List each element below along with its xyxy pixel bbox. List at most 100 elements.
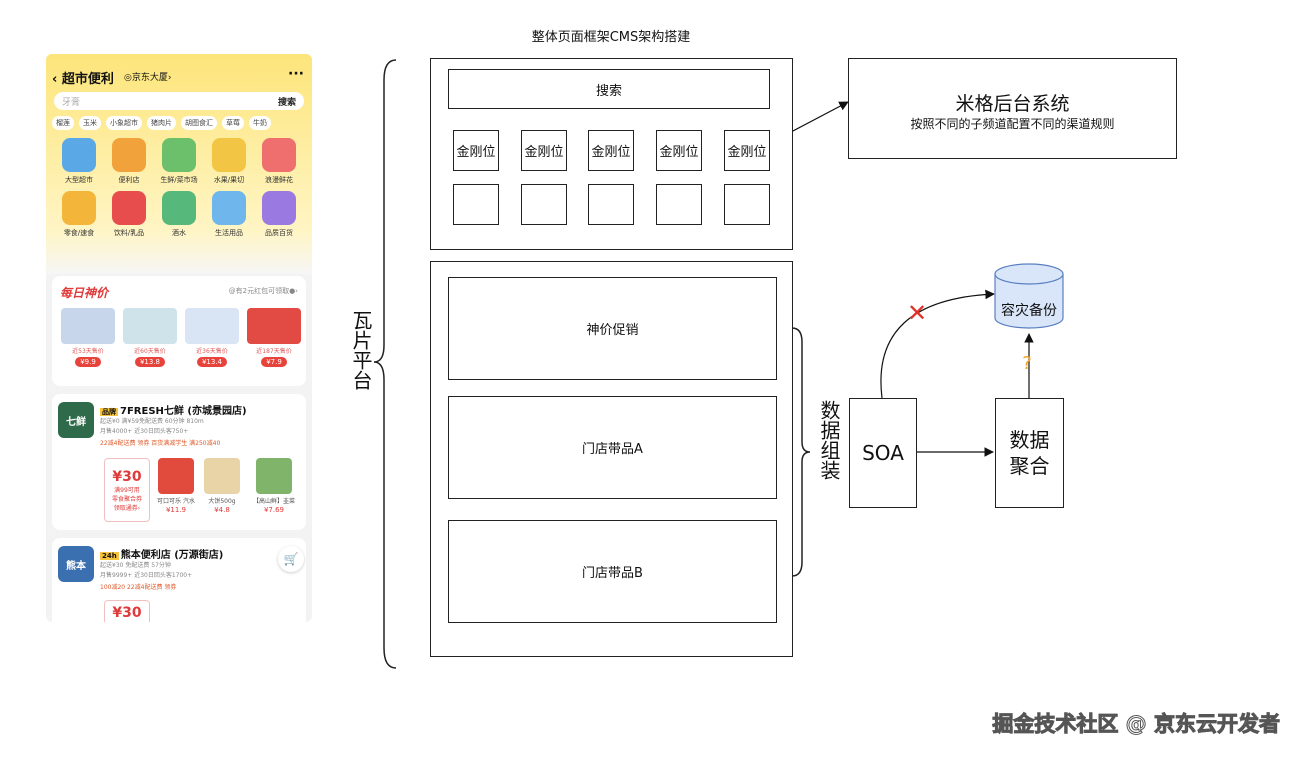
store-promo: 100减20 22减4配送费 领券	[100, 584, 177, 591]
jingang-slot: 金刚位	[656, 130, 702, 171]
coupon-value: ¥30	[112, 605, 142, 621]
mige-subtitle: 按照不同的子频道配置不同的渠道规则	[910, 117, 1115, 131]
category-label: 酒水	[172, 229, 186, 237]
deal-price: ¥13.4	[196, 357, 228, 367]
back-nav[interactable]: ‹ 超市便利	[52, 68, 114, 87]
cylinder-top	[994, 263, 1064, 285]
category-label: 水果/果切	[213, 176, 245, 184]
item-name: 大饼500g	[208, 498, 236, 505]
product-image	[61, 308, 115, 344]
store-item[interactable]: 【高山鲜】韭菜¥7.69	[248, 458, 300, 514]
back-chevron-icon[interactable]: ‹	[52, 72, 62, 87]
product-image	[123, 308, 177, 344]
search-bar[interactable]: 牙膏 搜索	[54, 92, 304, 110]
store-coupon[interactable]: ¥30 满99可用 零食聚合券 领取通券›	[104, 458, 150, 522]
store-logo-text: 熊本	[66, 560, 86, 572]
category-icon	[62, 191, 96, 225]
category-item[interactable]: 饮料/乳品	[104, 191, 154, 238]
category-item[interactable]: 酒水	[154, 191, 204, 238]
category-label: 零食/速食	[63, 229, 95, 237]
category-label: 浪漫鲜花	[265, 176, 293, 184]
blocked-cross-icon: ✕	[906, 299, 928, 327]
hot-search-chip[interactable]: 胡图食汇	[181, 116, 217, 130]
category-grid: 大型超市便利店 生鲜/菜市场 水果/果切 浪漫鲜花零食/速食 饮料/乳品酒水 生活用品品质…	[54, 138, 304, 238]
deal-title: 每日神价	[60, 286, 109, 300]
deal-product[interactable]: 近187天售价 ¥7.9	[246, 308, 302, 367]
app-screenshot: ‹ 超市便利 ◎京东大厦› ··· 牙膏 搜索 榴莲玉米小象超市猪肉片胡图食汇草…	[46, 54, 312, 622]
item-price: ¥7.69	[263, 506, 285, 514]
store-promo: 22减4配送费 领券 百货满减学生 满250减40	[100, 440, 221, 447]
category-item[interactable]: 浪漫鲜花	[254, 138, 304, 185]
category-icon	[212, 138, 246, 172]
hot-search-chip[interactable]: 榴莲	[52, 116, 74, 130]
store-name-text: 熊本便利店 (万源街店)	[120, 550, 224, 561]
store-item[interactable]: 大饼500g¥4.8	[202, 458, 242, 514]
store-tag: 品牌	[100, 408, 118, 416]
price-note: 近36天售价	[196, 348, 228, 355]
product-image	[256, 458, 292, 494]
coupon-value: ¥30	[112, 468, 142, 485]
deal-product[interactable]: 近36天售价 ¥13.4	[184, 308, 240, 367]
category-label: 便利店	[118, 176, 140, 184]
jingang-empty-slot	[521, 184, 567, 225]
hot-search-chip[interactable]: 牛奶	[249, 116, 271, 130]
store-item[interactable]: 可口可乐 汽水¥11.9	[156, 458, 196, 514]
deal-coupon-link[interactable]: @有2元红包可领取●›	[228, 287, 298, 295]
block-deal-promo: 神价促销	[448, 277, 777, 380]
jingang-empty-slot	[453, 184, 499, 225]
category-icon	[262, 138, 296, 172]
category-item[interactable]: 便利店	[104, 138, 154, 185]
category-item[interactable]: 零食/速食	[54, 191, 104, 238]
category-item[interactable]: 大型超市	[54, 138, 104, 185]
price-note: 近187天售价	[256, 348, 292, 355]
store-logo-text: 七鲜	[66, 416, 86, 428]
deal-price: ¥9.9	[75, 357, 101, 367]
jingang-slot: 金刚位	[724, 130, 770, 171]
hot-search-chip[interactable]: 小象超市	[106, 116, 142, 130]
category-item[interactable]: 生活用品	[204, 191, 254, 238]
jingang-empty-slot	[588, 184, 634, 225]
store-logo: 七鲜	[58, 402, 94, 438]
cms-title: 整体页面框架CMS架构搭建	[531, 30, 691, 45]
deal-product[interactable]: 近53天售价¥9.9	[60, 308, 116, 367]
mige-system-node: 米格后台系统 按照不同的子频道配置不同的渠道规则	[848, 58, 1177, 159]
store-sub: 月售4000+ 近30日回头客750+	[100, 428, 189, 435]
tile-platform-label: 瓦片平台	[349, 310, 373, 390]
category-label: 生鲜/菜市场	[160, 176, 198, 184]
store-logo: 熊本	[58, 546, 94, 582]
search-button[interactable]: 搜索	[277, 98, 296, 108]
hot-search-chip[interactable]: 玉米	[79, 116, 101, 130]
hot-search-chip[interactable]: 猪肉片	[147, 116, 176, 130]
jingang-empty-slot	[724, 184, 770, 225]
search-module: 搜索	[448, 69, 770, 109]
deal-price: ¥13.8	[134, 357, 166, 367]
soa-node: SOA	[849, 398, 917, 508]
store-meta: 起送¥30 免配送费 57分钟	[100, 562, 171, 569]
cart-icon[interactable]: 🛒	[278, 546, 304, 572]
category-item[interactable]: 生鲜/菜市场	[154, 138, 204, 185]
deal-product[interactable]: 近60天售价¥13.8	[122, 308, 178, 367]
hot-search-chip[interactable]: 草莓	[222, 116, 244, 130]
disaster-backup-cylinder	[994, 263, 1064, 329]
store-coupon[interactable]: ¥30	[104, 600, 150, 622]
more-icon[interactable]: ···	[288, 66, 304, 82]
store-tag: 24h	[100, 552, 119, 560]
jingang-slot: 金刚位	[521, 130, 567, 171]
data-aggregation-node: 数据聚合	[995, 398, 1064, 508]
store-meta: 起送¥0 满¥59免配送费 60分钟 810m	[100, 418, 204, 425]
category-item[interactable]: 品质百货	[254, 191, 304, 238]
jingang-empty-slot	[656, 184, 702, 225]
store-sub: 月售9999+ 近30日回头客1700+	[100, 572, 193, 579]
location-selector[interactable]: ◎京东大厦›	[124, 73, 172, 83]
watermark: 掘金技术社区 @ 京东云开发者	[992, 712, 1281, 737]
deal-price: ¥7.9	[261, 357, 287, 367]
coupon-type: 零食聚合券	[111, 495, 142, 503]
category-item[interactable]: 水果/果切	[204, 138, 254, 185]
soa-to-backup-arrow	[880, 289, 995, 399]
item-price: ¥11.9	[165, 506, 187, 514]
